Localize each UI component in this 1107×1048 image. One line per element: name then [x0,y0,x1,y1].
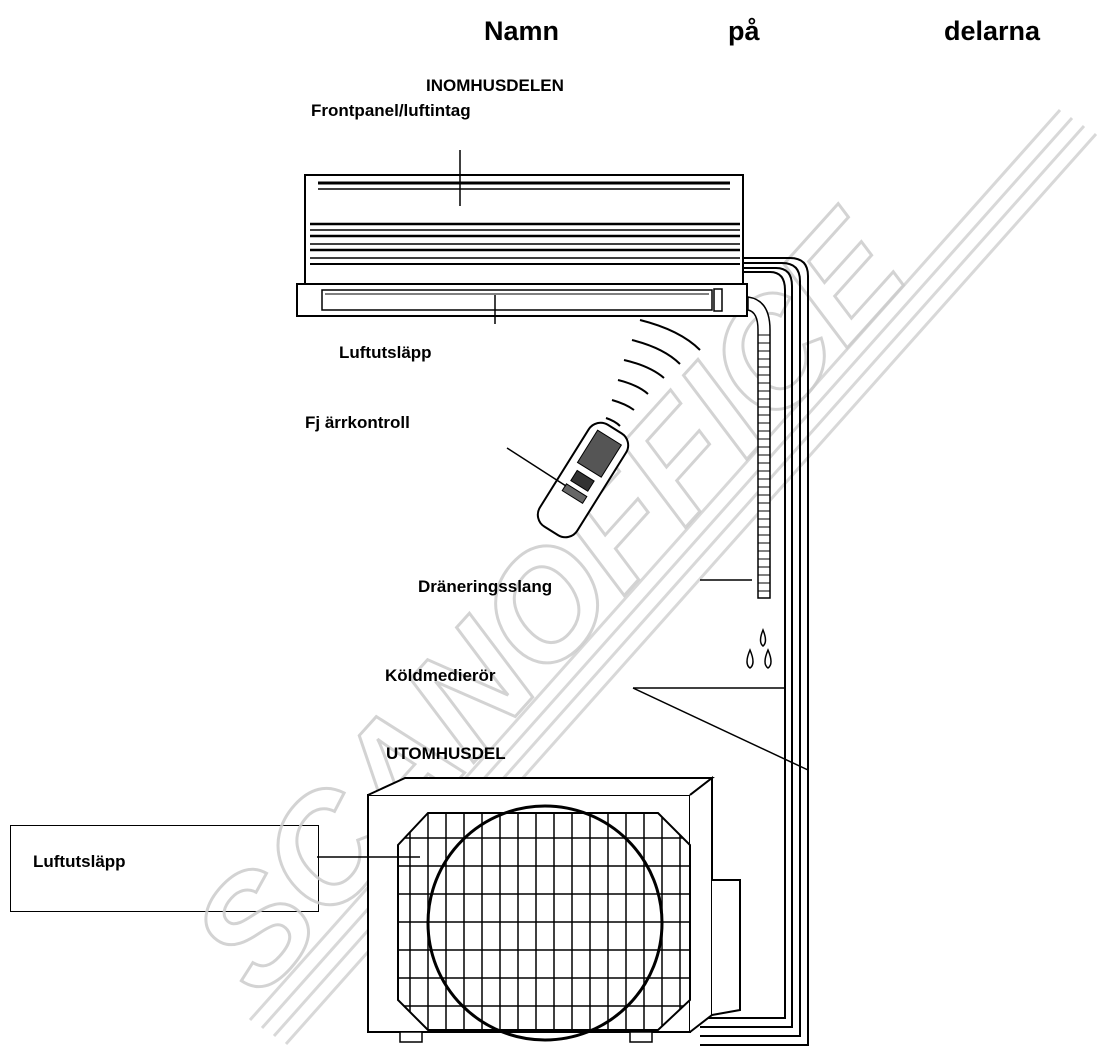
label-air-outlet-indoor: Luftutsläpp [339,343,432,362]
outdoor-unit [317,775,741,1043]
drain-hose [700,296,771,599]
label-front-panel: Frontpanel/luftintag [311,101,471,120]
title-word-delarna: delarna [944,16,1041,46]
title-word-namn: Namn [484,16,560,46]
remote-control [506,421,630,539]
refrigerant-leader [632,687,809,771]
title-word-pa: på [728,16,760,46]
water-drops [746,628,772,669]
label-remote-control: Fj ärrkontroll [305,413,410,432]
indoor-unit [296,150,748,324]
label-refrigerant-pipe: Köldmedierör [385,666,496,685]
label-outdoor-unit: UTOMHUSDEL [386,744,506,763]
outdoor-air-outlet-callout-box [10,825,319,912]
label-drain-hose: Dräneringsslang [418,577,553,596]
label-indoor-unit: INOMHUSDELEN [426,76,564,95]
remote-signal-waves [599,319,701,441]
refrigerant-pipes [700,257,809,1046]
label-air-outlet-outdoor: Luftutsläpp [33,852,126,871]
